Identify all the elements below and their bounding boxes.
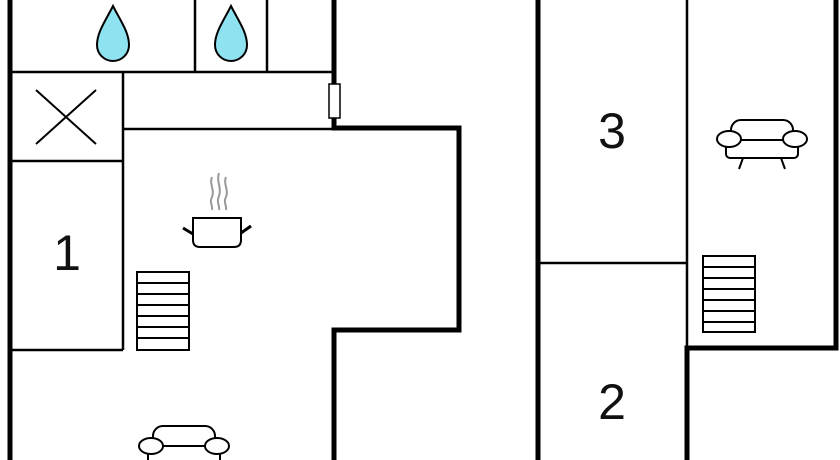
- cross-box-icon: [35, 89, 97, 145]
- door-icon: [328, 83, 341, 119]
- sofa-icon: [138, 425, 230, 460]
- water-drop-icon: [213, 3, 249, 62]
- staircase-icon: [136, 271, 190, 351]
- cooking-pot-icon: [182, 172, 252, 248]
- sofa-icon: [716, 119, 808, 170]
- room-label-2: 2: [598, 374, 626, 430]
- inner-walls: [10, 0, 689, 352]
- staircase-icon: [702, 255, 756, 333]
- room-label-3: 3: [598, 103, 626, 159]
- outer-walls: [7, 0, 839, 460]
- room-label-1: 1: [53, 225, 81, 281]
- water-drop-icon: [95, 3, 131, 62]
